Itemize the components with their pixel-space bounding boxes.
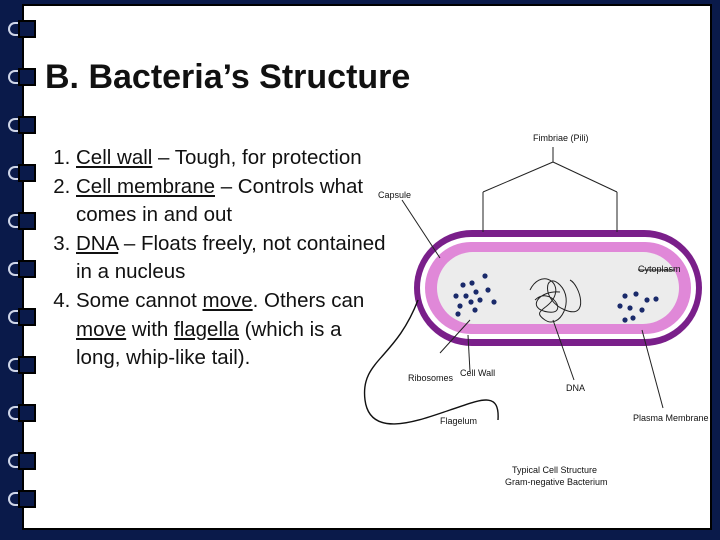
underlined-term: flagella [174,317,239,341]
ribosome-dot [455,311,461,317]
label-ribosomes: Ribosomes [408,373,454,383]
item-text: – Controls what comes in and out [76,174,364,227]
ribosome-dot [622,317,628,323]
ribosome-dot [617,303,623,309]
ribosome-dot [653,296,659,302]
label-cell-wall: Cell Wall [460,368,495,378]
ribosome-dot [491,299,497,305]
ribosome-dot [472,307,478,313]
ring-icon [8,308,36,326]
ring-icon [8,212,36,230]
underlined-term: DNA [76,231,119,255]
ribosome-dot [453,293,459,299]
cytoplasm-area [437,252,679,324]
structure-list-item: Cell wall – Tough, for protection [76,144,386,173]
structure-list-item: Some cannot move. Others can move with f… [76,287,386,373]
structure-list-item: DNA – Floats freely, not contained in a … [76,230,386,287]
slide-title: B. Bacteria’s Structure [45,58,411,96]
dna-strand [529,278,582,323]
ribosome-dot [469,280,475,286]
ring-icon [8,164,36,182]
pointer-lines [401,199,675,409]
ribosome-dot [485,287,491,293]
ring-icon [8,68,36,86]
underlined-term: Cell wall [76,146,153,169]
ribosome-dot [630,315,636,321]
ring-icon [8,452,36,470]
ribosome-dot [477,297,483,303]
item-text: with [126,317,174,341]
ring-icon [8,490,36,508]
label-cytoplasm: Cytoplasm [638,264,681,274]
underlined-term: move [202,288,253,312]
item-text: – Floats freely, not contained in a nucl… [76,231,386,284]
structure-list: Cell wall – Tough, for protectionCell me… [50,144,386,373]
ribosome-dot [460,282,466,288]
ribosome-dot [627,305,633,311]
label-fimbriae: Fimbriae (Pili) [533,133,589,143]
ribosome-dot [633,291,639,297]
label-plasma-membrane: Plasma Membrane [633,413,709,423]
ribosome-dot [622,293,628,299]
caption-line-2: Gram-negative Bacterium [505,477,608,487]
ring-icon [8,116,36,134]
structure-list-item: Cell membrane – Controls what comes in a… [76,173,386,230]
item-text: . Others can [252,288,365,312]
item-text: (which is a long, whip-like tail). [76,317,342,370]
underlined-term: Cell membrane [76,174,215,198]
ribosome-dot [457,303,463,309]
label-dna: DNA [566,383,585,393]
ribosome-dot [482,273,488,279]
ribosome-dot [644,297,650,303]
label-capsule: Capsule [378,190,411,200]
underlined-term: move [76,317,127,341]
notebook-rings [8,20,38,520]
ring-icon [8,404,36,422]
ring-icon [8,260,36,278]
fimbriae-lines [482,147,618,232]
ribosome-dot [463,293,469,299]
flagellum [363,299,499,425]
ribosome-dot [473,289,479,295]
ribosome-dot [468,299,474,305]
label-flagellum: Flagelum [440,416,477,426]
caption-line-1: Typical Cell Structure [512,465,597,475]
ribosome-dot [639,307,645,313]
ring-icon [8,20,36,38]
item-text: Some cannot [76,288,203,312]
ribosome-dots [453,273,659,323]
ring-icon [8,356,36,374]
item-text: – Tough, for protection [152,146,362,169]
